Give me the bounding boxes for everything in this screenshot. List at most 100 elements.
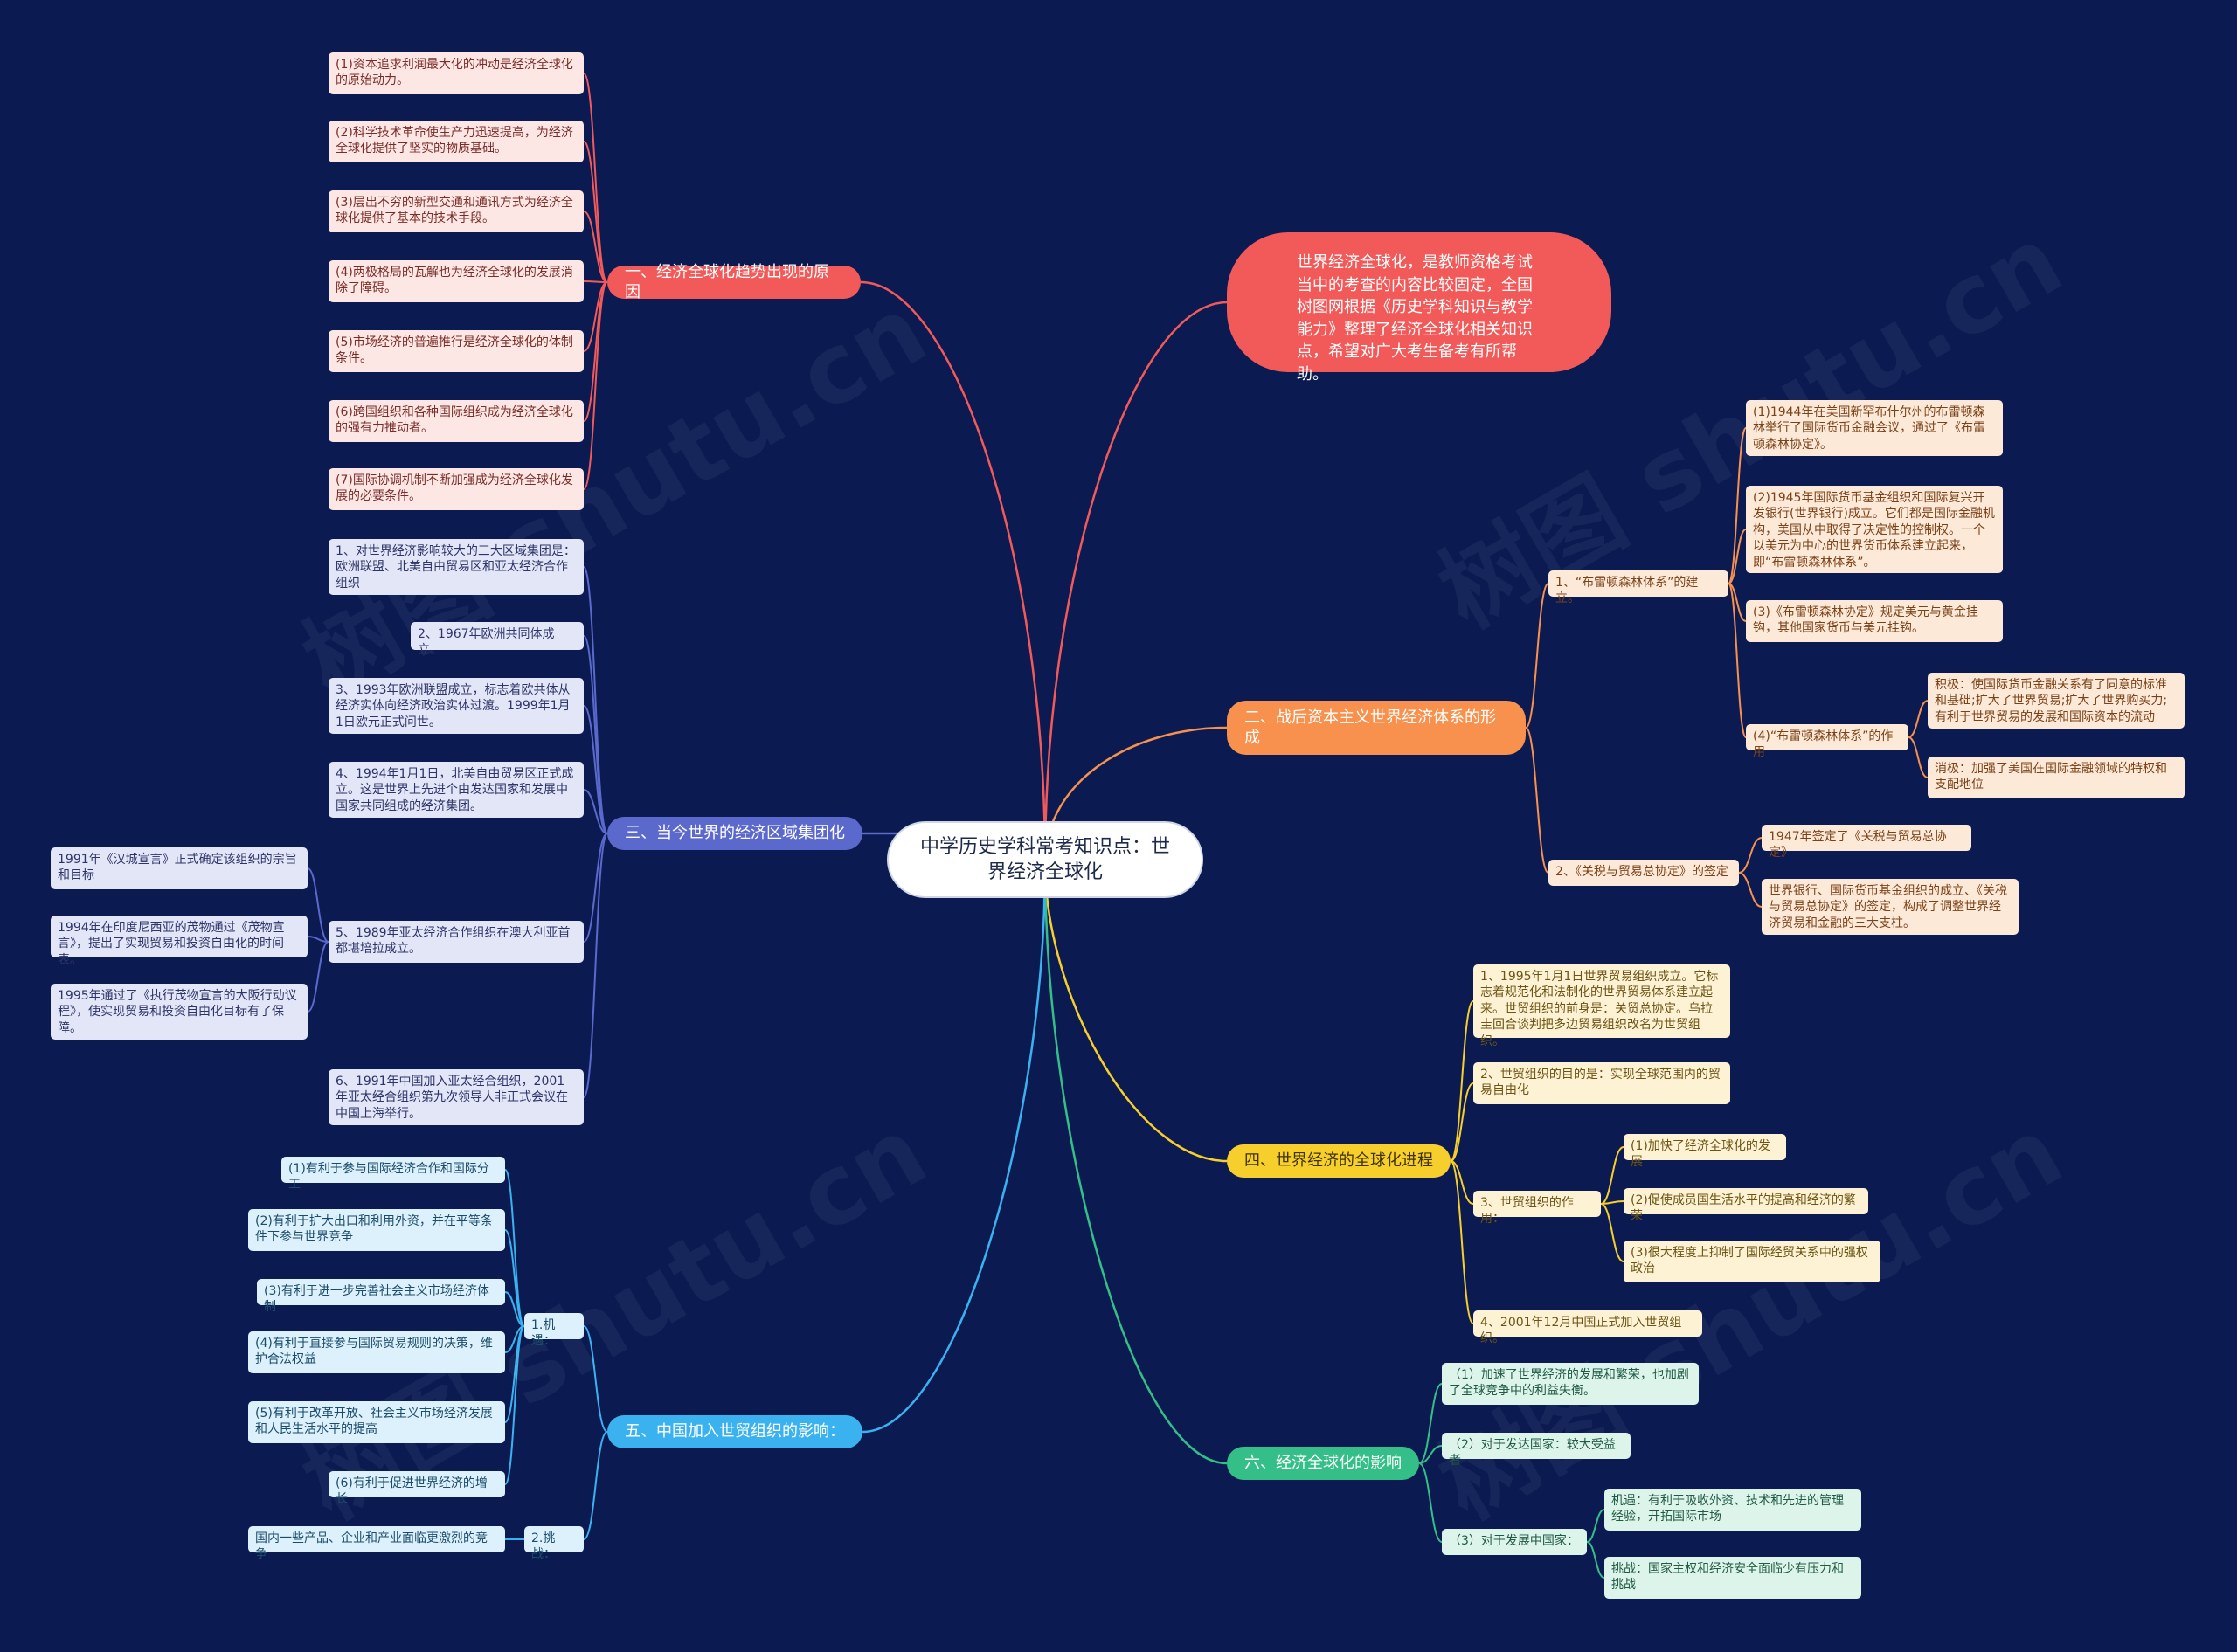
connector-line [583, 280, 608, 283]
connector-line [504, 1325, 525, 1485]
branch-causes[interactable]: 一、经济全球化趋势出现的原因 [607, 263, 861, 301]
branch-regional-blocs[interactable]: 三、当今世界的经济区域集团化 [607, 817, 862, 850]
connector-line [1450, 1082, 1474, 1162]
cause-item[interactable]: (3)层出不穷的新型交通和通讯方式为经济全球化提供了基本的技术手段。 [329, 190, 584, 232]
intro-note[interactable]: 世界经济全球化，是教师资格考试当中的考查的内容比较固定，全国树图网根据《历史学科… [1227, 232, 1611, 384]
cause-item[interactable]: (7)国际协调机制不断加强成为经济全球化发展的必要条件。 [329, 468, 584, 510]
connector-line [583, 281, 608, 352]
wto-item[interactable]: 1、1995年1月1日世界贸易组织成立。它标志着规范化和法制化的世界贸易体系建立… [1473, 964, 1730, 1048]
bloc-item[interactable]: 1、对世界经济影响较大的三大区域集团是：欧洲联盟、北美自由贸易区和亚太经济合作组… [329, 539, 584, 595]
connector-line [583, 1431, 608, 1540]
connector-line [1450, 1160, 1474, 1324]
wto-role-label[interactable]: 3、世贸组织的作用： [1473, 1191, 1601, 1226]
wto-effect-item[interactable]: (3)很大程度上抑制了国际经贸关系中的强权政治 [1624, 1241, 1880, 1282]
cause-item[interactable]: (2)科学技术革命使生产力迅速提高，为经济全球化提供了坚实的物质基础。 [329, 121, 584, 162]
connector-line [583, 141, 608, 283]
gatt-item[interactable]: 世界银行、国际货币基金组织的成立、《关税与贸易总协定》的签定，构成了调整世界经济… [1762, 879, 2019, 935]
opportunity-item[interactable]: (6)有利于促进世界经济的增长 [329, 1471, 505, 1506]
connector-line [1586, 1509, 1605, 1543]
connector-line [307, 941, 329, 1013]
connector-line [1728, 427, 1747, 584]
connector-line [1043, 862, 1228, 1465]
connector-line [1728, 583, 1747, 738]
wto-item[interactable]: 4、2001年12月中国正式加入世贸组织。 [1473, 1310, 1702, 1345]
connector-line [862, 862, 1047, 1434]
connector-line [1450, 1000, 1474, 1162]
connector-line [1728, 529, 1747, 584]
bretton-woods-item[interactable]: (1)1944年在美国新罕布什尔州的布雷顿森林举行了国际货币金融会议，通过了《布… [1746, 400, 2003, 456]
connector-line [1586, 1541, 1605, 1579]
gatt-label[interactable]: 2、《关税与贸易总协定》的签定 [1548, 860, 1739, 886]
connector-line [860, 280, 1047, 864]
connector-line [583, 833, 608, 943]
cause-item[interactable]: (6)跨国组织和各种国际组织成为经济全球化的强有力推动者。 [329, 400, 584, 442]
apec-item[interactable]: 1994年在印度尼西亚的茂物通过《茂物宣言》，提出了实现贸易和投资自由化的时间表… [51, 916, 308, 967]
branch-globalization-process[interactable]: 四、世界经济的全球化进程 [1227, 1144, 1451, 1178]
gatt-item[interactable]: 1947年签定了《关税与贸易总协定》 [1762, 825, 1971, 860]
connector-line [1450, 1160, 1474, 1205]
bretton-woods-item[interactable]: (2)1945年国际货币基金组织和国际复兴开发银行(世界银行)成立。它们都是国际… [1746, 486, 2003, 573]
connector-line [583, 566, 608, 834]
bloc-item[interactable]: 5、1989年亚太经济合作组织在澳大利亚首都堪培拉成立。 [329, 921, 584, 963]
bloc-item[interactable]: 6、1991年中国加入亚太经合组织，2001年亚太经合组织第九次领导人非正式会议… [329, 1069, 584, 1125]
role-negative[interactable]: 消极：加强了美国在国际金融领域的特权和支配地位 [1928, 757, 2185, 798]
opportunity-item[interactable]: (4)有利于直接参与国际贸易规则的决策，维护合法权益 [248, 1331, 505, 1373]
connector-line [1738, 837, 1763, 874]
connector-line [1525, 583, 1549, 729]
connector-line [307, 936, 329, 943]
connector-line [1418, 1383, 1443, 1464]
developing-item[interactable]: 挑战：国家主权和经济安全面临少有压力和挑战 [1604, 1557, 1861, 1599]
apec-item[interactable]: 1995年通过了《执行茂物宣言的大阪行动议程》，使实现贸易和投资自由化目标有了保… [51, 984, 308, 1040]
role-positive[interactable]: 积极：使国际货币金融关系有了同意的标准和基础;扩大了世界贸易;扩大了世界购买力;… [1928, 673, 2185, 729]
connector-line [583, 211, 608, 283]
connector-line [1600, 1203, 1624, 1262]
developing-item[interactable]: 机遇：有利于吸收外资、技术和先进的管理经验，开拓国际市场 [1604, 1489, 1861, 1531]
branch-globalization-impact[interactable]: 六、经济全球化的影响 [1227, 1447, 1419, 1480]
connector-line [504, 1291, 525, 1327]
connector-line [1525, 727, 1549, 874]
connector-line [307, 867, 329, 943]
bretton-woods-item[interactable]: (3)《布雷顿森林协定》规定美元与黄金挂钩，其他国家货币与美元挂钩。 [1746, 600, 2003, 642]
challenge-label[interactable]: 2.挑战： [524, 1526, 584, 1561]
bretton-woods-role-label[interactable]: (4)“布雷顿森林体系”的作用 [1746, 724, 1908, 759]
connector-line [504, 1169, 525, 1327]
impact-developing-label[interactable]: （3）对于发展中国家： [1442, 1529, 1587, 1555]
bretton-woods-label[interactable]: 1、“布雷顿森林体系”的建立。 [1548, 570, 1728, 605]
connector-line [1043, 301, 1228, 864]
bloc-item[interactable]: 3、1993年欧洲联盟成立，标志着欧共体从经济实体向经济政治实体过渡。1999年… [329, 678, 584, 734]
apec-item[interactable]: 1991年《汉城宣言》正式确定该组织的宗旨和目标 [51, 847, 308, 889]
root-topic[interactable]: 中学历史学科常考知识点：世界经济全球化 [887, 821, 1203, 898]
connector-line [583, 789, 608, 834]
wto-effect-item[interactable]: (2)促使成员国生活水平的提高和经济的繁荣 [1624, 1188, 1868, 1223]
connector-line [1908, 736, 1929, 778]
wto-item[interactable]: 2、世贸组织的目的是：实现全球范围内的贸易自由化 [1473, 1062, 1730, 1104]
branch-china-wto[interactable]: 五、中国加入世贸组织的影响： [607, 1415, 862, 1448]
opportunity-label[interactable]: 1.机遇： [524, 1313, 584, 1348]
challenge-item[interactable]: 国内一些产品、企业和产业面临更激烈的竞争 [248, 1526, 505, 1561]
connector-line [583, 833, 608, 1098]
connector-line [583, 281, 608, 490]
connector-line [1600, 1146, 1624, 1205]
impact-item[interactable]: （2）对于发达国家：较大受益者 [1442, 1433, 1631, 1468]
opportunity-item[interactable]: (5)有利于改革开放、社会主义市场经济发展和人民生活水平的提高 [248, 1401, 505, 1443]
connector-line [583, 1325, 608, 1433]
impact-item[interactable]: （1）加速了世界经济的发展和繁荣，也加剧了全球竞争中的利益失衡。 [1442, 1363, 1699, 1405]
connector-line [1418, 1445, 1443, 1464]
cause-item[interactable]: (5)市场经济的普遍推行是经济全球化的体制条件。 [329, 330, 584, 372]
cause-item[interactable]: (4)两极格局的瓦解也为经济全球化的发展消除了障碍。 [329, 260, 584, 302]
bloc-item[interactable]: 4、1994年1月1日，北美自由贸易区正式成立。这是世界上先进个由发达国家和发展… [329, 762, 584, 818]
connector-line [1600, 1200, 1624, 1205]
connector-line [1738, 872, 1763, 908]
connector-line [1908, 700, 1929, 738]
connector-line [583, 705, 608, 834]
wto-effect-item[interactable]: (1)加快了经济全球化的发展 [1624, 1134, 1786, 1169]
bloc-item[interactable]: 2、1967年欧洲共同体成立。 [411, 622, 584, 657]
connector-line [1418, 1462, 1443, 1543]
opportunity-item[interactable]: (3)有利于进一步完善社会主义市场经济体制 [257, 1279, 505, 1314]
branch-postwar-system[interactable]: 二、战后资本主义世界经济体系的形成 [1227, 701, 1526, 755]
cause-item[interactable]: (1)资本追求利润最大化的冲动是经济全球化的原始动力。 [329, 52, 584, 94]
opportunity-item[interactable]: (2)有利于扩大出口和利用外资，并在平等条件下参与世界竞争 [248, 1209, 505, 1251]
connector-line [583, 635, 608, 834]
opportunity-item[interactable]: (1)有利于参与国际经济合作和国际分工 [281, 1157, 505, 1192]
connector-line [504, 1229, 525, 1327]
